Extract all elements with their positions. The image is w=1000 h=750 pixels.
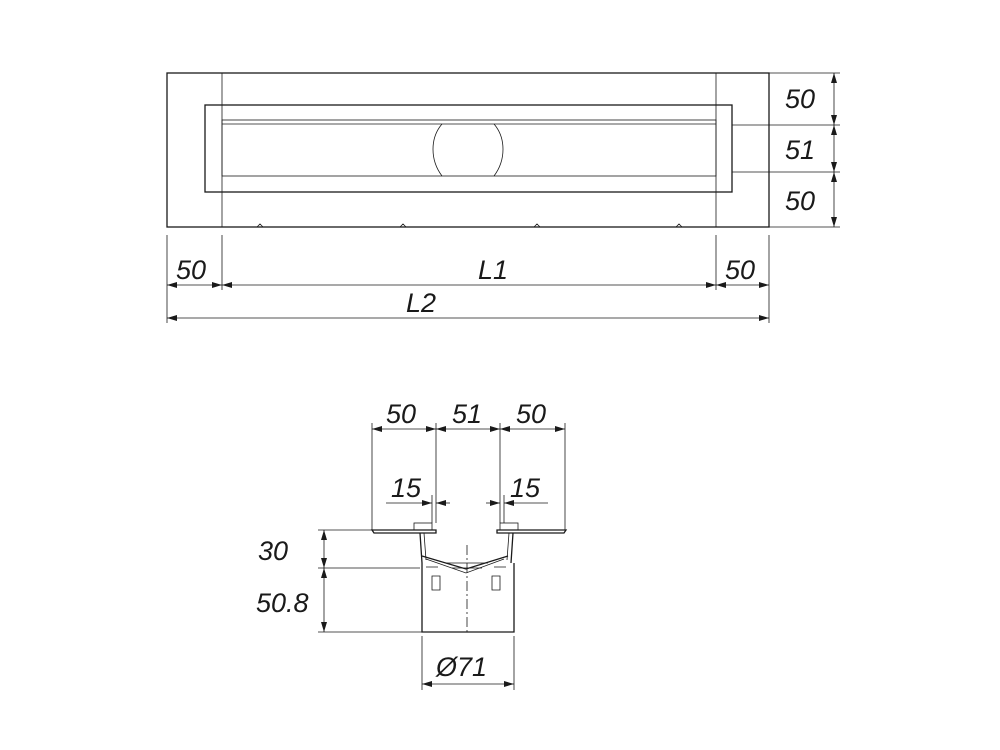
section-view: 50 51 50 15 15 30 50.8 Ø71 bbox=[256, 399, 568, 690]
dim-label-top-left: 50 bbox=[386, 399, 416, 429]
bottom-notches bbox=[256, 223, 683, 228]
left-flange bbox=[370, 529, 437, 534]
outer-frame bbox=[166, 72, 770, 228]
right-lip bbox=[499, 522, 519, 531]
support-feet bbox=[431, 575, 501, 591]
dim-label-l2: L2 bbox=[406, 288, 436, 318]
grate bbox=[221, 119, 717, 177]
channel-inner-walls bbox=[423, 532, 510, 561]
drain-outlet-outline bbox=[432, 123, 504, 177]
dim-label-diameter: Ø71 bbox=[435, 652, 487, 682]
left-lip bbox=[413, 522, 433, 531]
dim-label-top-right: 50 bbox=[516, 399, 546, 429]
dim-label-right-upper: 50 bbox=[785, 84, 815, 114]
dim-label-slot-right: 15 bbox=[510, 473, 541, 503]
channel-rim bbox=[204, 104, 733, 193]
dim-label-top-middle: 51 bbox=[452, 399, 482, 429]
dim-label-bottom-right: 50 bbox=[725, 255, 755, 285]
top-view: 50 51 50 50 L1 50 L2 bbox=[166, 72, 840, 323]
dim-label-bottom-left: 50 bbox=[176, 255, 206, 285]
v-grate bbox=[421, 555, 509, 570]
outlet-pipe bbox=[421, 563, 515, 633]
dim-label-right-lower: 50 bbox=[785, 186, 815, 216]
dim-label-height-upper: 30 bbox=[258, 536, 288, 566]
dim-label-slot-left: 15 bbox=[391, 473, 422, 503]
channel-walls bbox=[419, 532, 514, 564]
dim-label-height-lower: 50.8 bbox=[256, 588, 309, 618]
right-flange bbox=[496, 529, 568, 534]
dim-label-right-middle: 51 bbox=[785, 135, 815, 165]
dim-label-l1: L1 bbox=[478, 255, 508, 285]
v-grate-inner bbox=[425, 558, 505, 574]
